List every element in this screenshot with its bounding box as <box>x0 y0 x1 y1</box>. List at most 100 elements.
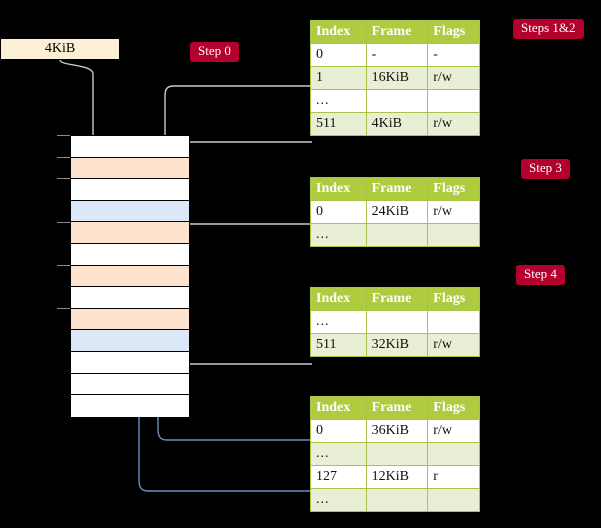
table-cell <box>365 223 429 247</box>
source-frame-box: 4KiB <box>0 38 120 60</box>
column-header-index: Index <box>310 20 367 44</box>
wire-table4-row0-to-memory <box>156 330 312 441</box>
table-cell <box>365 310 429 334</box>
column-header-flags: Flags <box>427 396 480 420</box>
memory-frame-row <box>71 308 189 331</box>
table-cell: - <box>427 43 480 67</box>
table-cell: ... <box>310 223 367 247</box>
table-cell: 0 <box>310 200 367 224</box>
memory-frame-row <box>71 179 189 201</box>
table-cell: r <box>427 465 480 489</box>
column-header-index: Index <box>310 287 367 311</box>
table-row: ... <box>310 89 480 113</box>
badge-step-0: Step 0 <box>190 42 239 62</box>
table-row: ... <box>310 310 480 334</box>
wire-step4-table3-to-memory <box>178 302 312 365</box>
column-header-index: Index <box>310 177 367 201</box>
column-header-frame: Frame <box>365 396 429 420</box>
table-cell: 36KiB <box>365 419 429 443</box>
table-cell: r/w <box>427 200 480 224</box>
column-header-frame: Frame <box>365 177 429 201</box>
table-cell: 127 <box>310 465 367 489</box>
source-frame-label: 4KiB <box>44 41 76 56</box>
table-cell: 1 <box>310 66 367 90</box>
column-header-index: Index <box>310 396 367 420</box>
memory-frame-row <box>71 351 189 374</box>
column-header-frame: Frame <box>365 287 429 311</box>
table-cell: 0 <box>310 419 367 443</box>
memory-frame-row <box>71 200 189 223</box>
physical-memory-column <box>70 135 190 417</box>
memory-frame-row <box>71 330 189 352</box>
wire-table4-row127-to-memory <box>137 208 312 492</box>
table-cell <box>365 488 429 512</box>
memory-tick <box>57 222 71 223</box>
table-cell: 32KiB <box>365 333 429 357</box>
memory-tick <box>57 265 71 266</box>
table-cell: 511 <box>310 333 367 357</box>
table-cell: ... <box>310 89 367 113</box>
column-header-flags: Flags <box>427 287 480 311</box>
table-cell: ... <box>310 488 367 512</box>
memory-frame-row <box>71 136 189 158</box>
table-row: ... <box>310 223 480 247</box>
badge-step-3: Step 3 <box>521 159 570 179</box>
table-cell: 16KiB <box>365 66 429 90</box>
table-cell <box>427 488 480 512</box>
table-row: ... <box>310 488 480 512</box>
memory-frame-row <box>71 373 189 396</box>
table-row: ... <box>310 442 480 466</box>
table-cell: 0 <box>310 43 367 67</box>
memory-frame-row <box>71 395 189 417</box>
table-cell: - <box>365 43 429 67</box>
table-cell <box>427 310 480 334</box>
table-cell: 24KiB <box>365 200 429 224</box>
memory-tick <box>57 135 71 136</box>
memory-frame-row <box>71 157 189 180</box>
table-cell: ... <box>310 310 367 334</box>
wire-step12-table1-to-memory <box>164 85 312 152</box>
table-cell: r/w <box>427 333 480 357</box>
memory-frame-row <box>71 243 189 266</box>
wire-step0-source-to-memory <box>59 59 99 152</box>
table-cell <box>365 89 429 113</box>
table-cell <box>365 442 429 466</box>
column-header-frame: Frame <box>365 20 429 44</box>
table-cell <box>427 442 480 466</box>
wire-step3-table2-to-memory <box>175 223 312 252</box>
memory-tick <box>57 157 71 158</box>
wire-step12-table1-511-to-memory <box>175 141 312 166</box>
table-cell <box>427 89 480 113</box>
table-cell: r/w <box>427 112 480 136</box>
table-cell: ... <box>310 442 367 466</box>
memory-frame-row <box>71 287 189 309</box>
table-cell: r/w <box>427 419 480 443</box>
memory-tick <box>57 178 71 179</box>
table-cell: 4KiB <box>365 112 429 136</box>
memory-frame-row <box>71 222 189 244</box>
table-cell: 511 <box>310 112 367 136</box>
badge-step-4: Step 4 <box>516 265 565 285</box>
table-row: 0-- <box>310 43 480 67</box>
column-header-flags: Flags <box>427 177 480 201</box>
table-cell <box>427 223 480 247</box>
badge-steps-1-2: Steps 1&2 <box>513 19 584 39</box>
memory-tick <box>57 308 71 309</box>
memory-frame-row <box>71 265 189 288</box>
column-header-flags: Flags <box>427 20 480 44</box>
